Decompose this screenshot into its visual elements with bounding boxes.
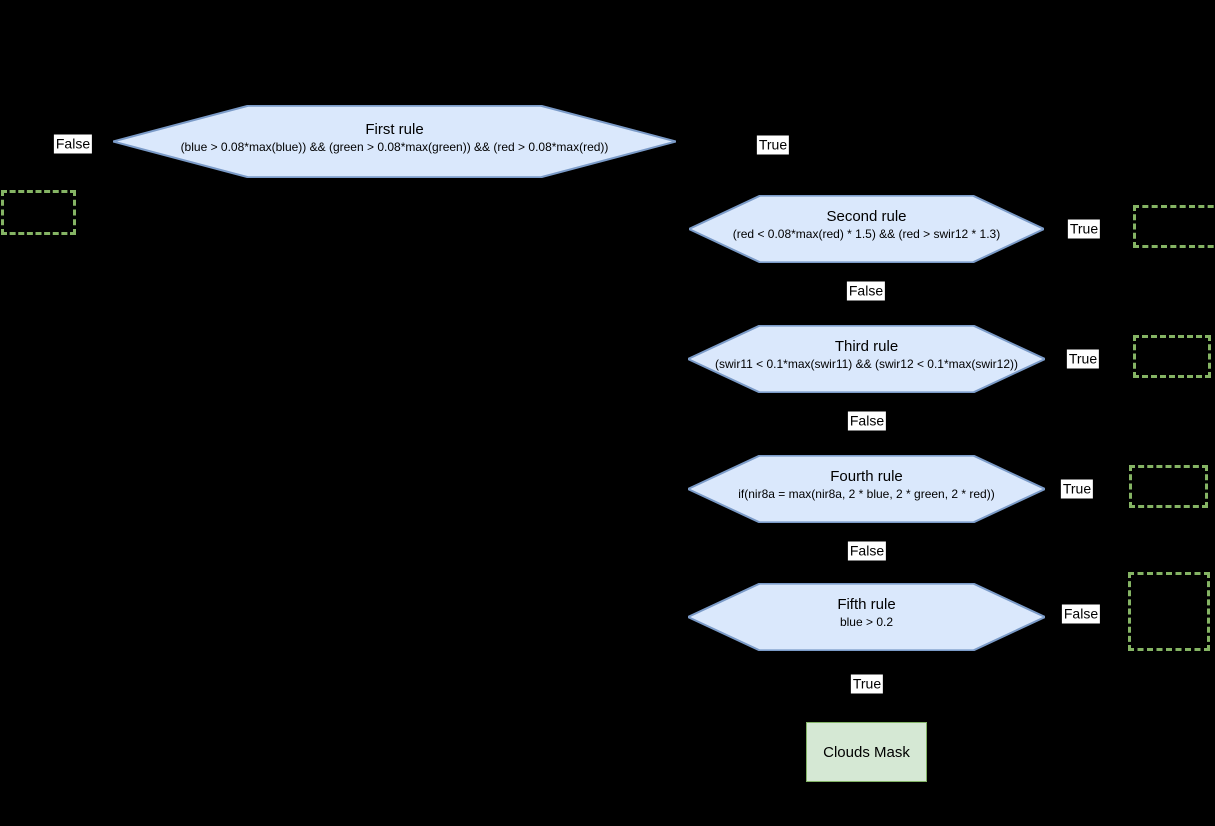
rule1-false-label: False xyxy=(53,134,93,154)
rule1-text: First rule (blue > 0.08*max(blue)) && (g… xyxy=(113,105,676,178)
rule5-false-label: False xyxy=(1061,604,1101,624)
result-placeholder-rule4-true xyxy=(1129,465,1208,508)
hexagon-shape xyxy=(688,583,1045,651)
rule2-title: Second rule xyxy=(826,208,907,225)
rule5-text: Fifth rule blue > 0.2 xyxy=(688,583,1045,651)
result-placeholder-rule2-true xyxy=(1133,205,1215,248)
result-placeholder-rule5-false xyxy=(1128,572,1210,651)
rule2-hexagon: Second rule (red < 0.08*max(red) * 1.5) … xyxy=(689,195,1044,263)
clouds-mask-node: Clouds Mask xyxy=(806,722,927,782)
result-placeholder-rule3-true xyxy=(1133,335,1211,378)
rule3-title: Third rule xyxy=(834,338,899,355)
clouds-mask-label: Clouds Mask xyxy=(823,743,910,761)
rule4-hexagon: Fourth rule if(nir8a = max(nir8a, 2 * bl… xyxy=(688,455,1045,523)
rule4-false-label: False xyxy=(847,541,887,561)
rule5-hexagon: Fifth rule blue > 0.2 xyxy=(688,583,1045,651)
rule5-condition: blue > 0.2 xyxy=(839,615,894,629)
rule3-hexagon: Third rule (swir11 < 0.1*max(swir11) && … xyxy=(688,325,1045,393)
rule5-true-label: True xyxy=(850,674,884,694)
rule4-true-label: True xyxy=(1060,479,1094,499)
hexagon-shape xyxy=(688,325,1045,393)
rule5-title: Fifth rule xyxy=(837,596,896,613)
result-placeholder-rule1-false xyxy=(1,190,76,235)
rule1-hexagon: First rule (blue > 0.08*max(blue)) && (g… xyxy=(113,105,676,178)
rule2-true-label: True xyxy=(1067,219,1101,239)
rule1-true-label: True xyxy=(756,135,790,155)
rule1-title: First rule xyxy=(365,120,424,138)
rule2-condition: (red < 0.08*max(red) * 1.5) && (red > sw… xyxy=(732,227,1001,241)
hexagon-shape xyxy=(689,195,1044,263)
rule3-text: Third rule (swir11 < 0.1*max(swir11) && … xyxy=(688,325,1045,393)
rule1-condition: (blue > 0.08*max(blue)) && (green > 0.08… xyxy=(180,139,609,154)
hexagon-shape xyxy=(688,455,1045,523)
rule3-false-label: False xyxy=(847,411,887,431)
hexagon-shape xyxy=(113,105,676,178)
rule4-text: Fourth rule if(nir8a = max(nir8a, 2 * bl… xyxy=(688,455,1045,523)
rule2-false-label: False xyxy=(846,281,886,301)
rule3-true-label: True xyxy=(1066,349,1100,369)
rule3-condition: (swir11 < 0.1*max(swir11) && (swir12 < 0… xyxy=(715,357,1018,371)
rule4-title: Fourth rule xyxy=(830,468,903,485)
rule4-condition: if(nir8a = max(nir8a, 2 * blue, 2 * gree… xyxy=(738,487,995,501)
rule2-text: Second rule (red < 0.08*max(red) * 1.5) … xyxy=(689,195,1044,263)
